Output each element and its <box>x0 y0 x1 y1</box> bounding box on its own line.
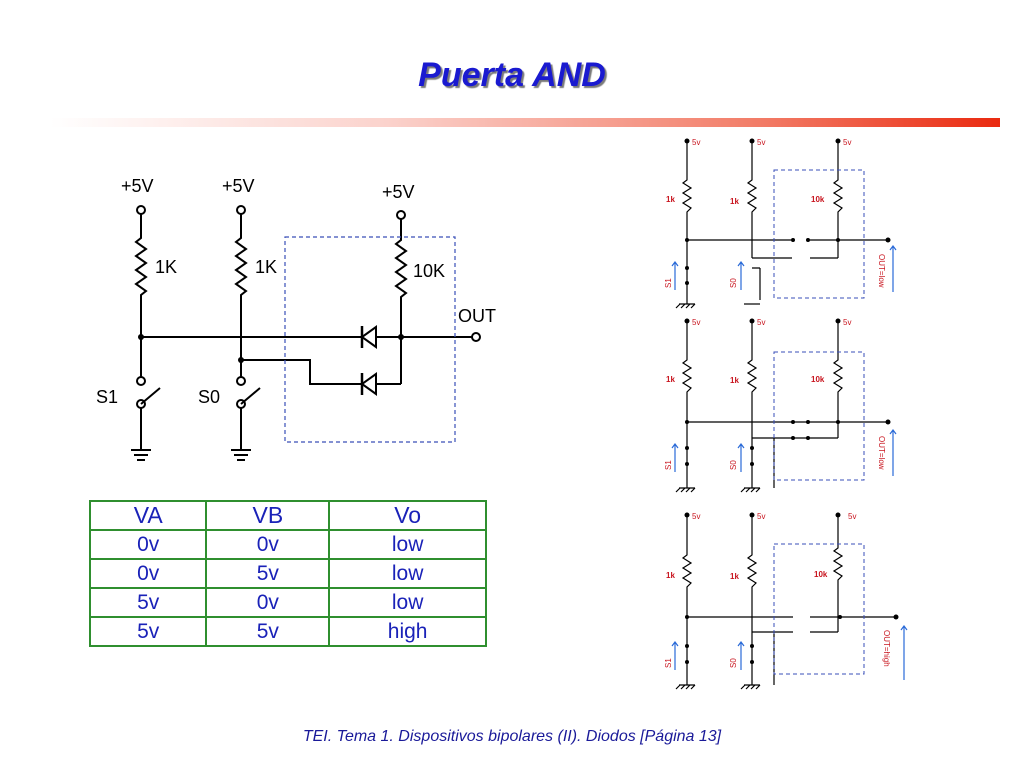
switch-label-s0: S0 <box>198 387 220 407</box>
sim1-resistor-1: 1k <box>666 195 675 204</box>
cell-va: 0v <box>88 529 208 560</box>
sim3-supply-3: 5v <box>848 512 856 521</box>
header-va: VA <box>88 500 208 531</box>
sim2-switch-s0: S0 <box>729 460 738 470</box>
cell-vb: 5v <box>205 616 331 647</box>
sim1-supply-1: 5v <box>692 138 700 147</box>
sim1-supply-3: 5v <box>843 138 851 147</box>
sim3-supply-2: 5v <box>757 512 765 521</box>
supply-label-2: +5V <box>222 176 255 196</box>
sim2-resistor-3: 10k <box>811 375 825 384</box>
resistor-label-2: 1K <box>255 257 277 277</box>
sim2-supply-1: 5v <box>692 318 700 327</box>
sim3-output: OUT=high <box>882 630 891 667</box>
cell-va: 5v <box>88 587 208 618</box>
sim-panel-1: 5v 5v 5v 1k 1k 10k S1 S0 OUT=low <box>664 138 897 309</box>
table-row: 0v 5v low <box>88 558 487 589</box>
cell-vo: low <box>328 587 487 618</box>
sim2-switch-s1: S1 <box>664 460 673 470</box>
sim1-output: OUT=low <box>877 254 886 288</box>
truth-table: VA VB Vo 0v 0v low 0v 5v low 5v 0v low 5… <box>88 500 487 647</box>
cell-vb: 0v <box>205 529 331 560</box>
header-vo: Vo <box>328 500 487 531</box>
supply-label-3: +5V <box>382 182 415 202</box>
title-underline-bar <box>50 118 1000 127</box>
sim3-switch-s0: S0 <box>729 658 738 668</box>
resistor-label-3: 10K <box>413 261 445 281</box>
sim-panel-3: 5v 5v 5v 1k 1k 10k S1 S0 OUT=high <box>664 512 908 690</box>
sim2-supply-3: 5v <box>843 318 851 327</box>
table-row: 5v 5v high <box>88 616 487 647</box>
slide-title: Puerta AND <box>418 56 606 94</box>
sim1-resistor-3: 10k <box>811 195 825 204</box>
table-row: 5v 0v low <box>88 587 487 618</box>
sim-panel-2: 5v 5v 5v 1k 1k 10k S1 S0 OUT=low <box>664 318 897 493</box>
slide-footer: TEI. Tema 1. Dispositivos bipolares (II)… <box>302 728 722 745</box>
sim3-resistor-3: 10k <box>814 570 828 579</box>
cell-vo: high <box>328 616 487 647</box>
cell-vb: 5v <box>205 558 331 589</box>
sim3-resistor-1: 1k <box>666 571 675 580</box>
sim1-resistor-2: 1k <box>730 197 739 206</box>
diode-dashed-box <box>284 236 456 443</box>
cell-va: 5v <box>88 616 208 647</box>
switch-label-s1: S1 <box>96 387 118 407</box>
sim3-resistor-2: 1k <box>730 572 739 581</box>
resistor-label-1: 1K <box>155 257 177 277</box>
sim1-switch-s1: S1 <box>664 278 673 288</box>
cell-vo: low <box>328 558 487 589</box>
table-row: 0v 0v low <box>88 529 487 560</box>
sim2-resistor-1: 1k <box>666 375 675 384</box>
cell-vb: 0v <box>205 587 331 618</box>
sim2-resistor-2: 1k <box>730 376 739 385</box>
cell-vo: low <box>328 529 487 560</box>
supply-label-1: +5V <box>121 176 154 196</box>
sim1-switch-s0: S0 <box>729 278 738 288</box>
header-vb: VB <box>205 500 331 531</box>
sim3-supply-1: 5v <box>692 512 700 521</box>
cell-va: 0v <box>88 558 208 589</box>
sim2-supply-2: 5v <box>757 318 765 327</box>
sim2-output: OUT=low <box>877 436 886 470</box>
truth-table-header: VA VB Vo <box>88 500 487 531</box>
sim1-supply-2: 5v <box>757 138 765 147</box>
output-label: OUT <box>458 306 496 326</box>
sim3-switch-s1: S1 <box>664 658 673 668</box>
